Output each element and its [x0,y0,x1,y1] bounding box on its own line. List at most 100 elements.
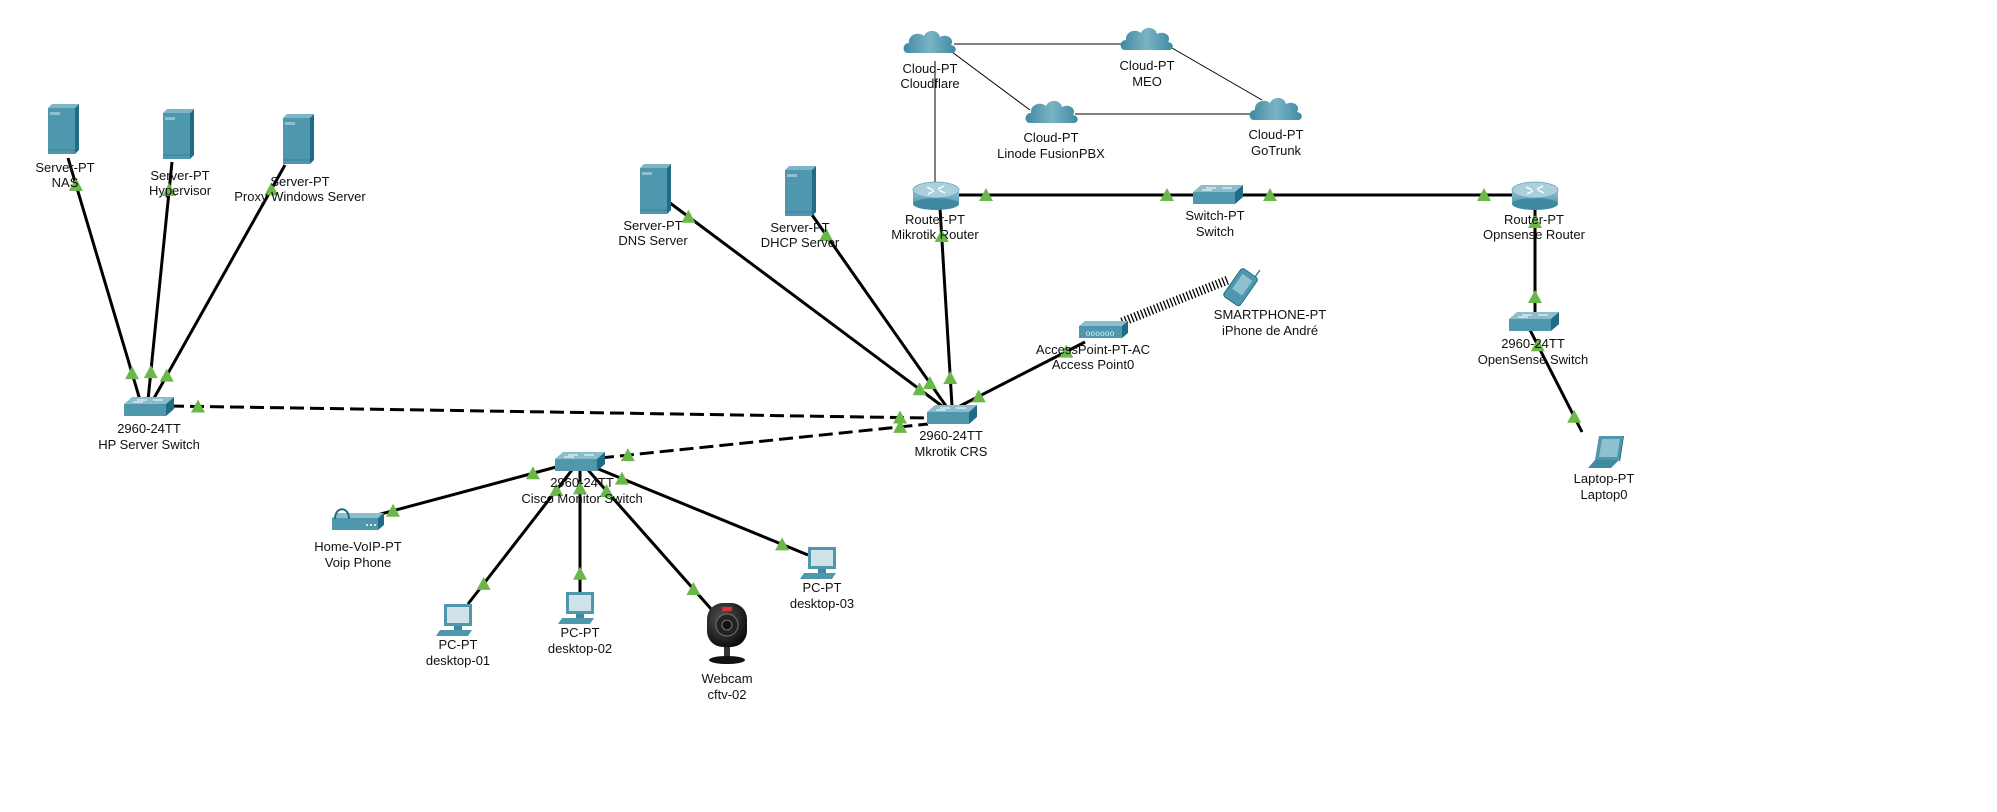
link-desktop03-cisco_monitor[interactable] [595,466,809,557]
device-access-point[interactable]: oooooo AccessPoint-PT-AC Access Point0 [1036,321,1150,372]
device-name-label: cftv-02 [707,687,746,702]
device-laptop-0[interactable]: Laptop-PT Laptop0 [1574,436,1635,502]
cloud-icon [903,30,956,54]
link-up-indicator-icon [190,399,205,413]
device-pc-desktop-01[interactable]: PC-PT desktop-01 [426,604,490,668]
device-name-label: DNS Server [618,233,688,248]
link-up-indicator-icon [573,566,587,580]
server-icon [640,164,671,214]
device-name-label: GoTrunk [1251,143,1302,158]
device-name-label: Linode FusionPBX [997,146,1105,161]
link-nas-hp_switch[interactable] [66,157,142,401]
device-name-label: desktop-02 [548,641,612,656]
device-name-label: iPhone de André [1222,323,1318,338]
link-cisco_monitor-mkrotik_crs[interactable] [599,422,929,460]
device-name-label: HP Server Switch [98,437,200,452]
device-model-label: 2960-24TT [1501,336,1565,351]
link-up-indicator-icon [979,188,993,201]
link-dhcp-mkrotik_crs[interactable] [808,211,948,407]
link-up-indicator-icon [1059,344,1074,358]
link-meo-gotrunk[interactable] [1171,47,1263,101]
device-cloud-linode[interactable]: Cloud-PT Linode FusionPBX [997,100,1105,161]
device-name-label: Mkrotik CRS [915,444,988,459]
link-up-indicator-icon [775,537,790,551]
device-router-mikrotik[interactable]: Router-PT Mikrotik Router [891,181,979,242]
laptop-icon [1588,436,1624,468]
device-name-label: Cloudflare [900,76,959,91]
webcam-icon [707,603,747,664]
link-up-indicator-icon [971,389,986,403]
pc-icon [558,592,594,624]
link-status-layer [68,177,1582,596]
server-icon [48,104,79,154]
link-up-indicator-icon [68,177,83,191]
device-voip-phone[interactable]: Home-VoIP-PT Voip Phone [314,508,402,570]
device-switch-opensense[interactable]: 2960-24TT OpenSense Switch [1478,312,1589,367]
device-router-opnsense[interactable]: Router-PT Opnsense Router [1483,181,1586,242]
link-up-indicator-icon [1567,409,1582,423]
device-server-dhcp[interactable]: Server-PT DHCP Server [761,166,840,250]
link-hp_switch-mkrotik_crs[interactable] [169,404,929,420]
device-cloud-gotrunk[interactable]: Cloud-PT GoTrunk [1249,97,1304,158]
pc-icon [800,547,836,579]
link-up-indicator-icon [525,466,540,480]
link-up-indicator-icon [162,182,177,196]
device-switch-pt[interactable]: Switch-PT Switch [1185,185,1245,239]
link-up-indicator-icon [681,209,696,223]
device-model-label: PC-PT [803,580,842,595]
device-pc-desktop-02[interactable]: PC-PT desktop-02 [548,592,612,656]
device-cloud-cloudflare[interactable]: Cloud-PT Cloudflare [900,30,960,91]
device-name-label: Mikrotik Router [891,227,979,242]
link-cloudflare-linode[interactable] [951,51,1031,111]
switch-icon [1193,185,1243,204]
device-name-label: desktop-01 [426,653,490,668]
device-name-label: Opnsense Router [1483,227,1586,242]
device-name-label: Voip Phone [325,555,392,570]
device-model-label: Server-PT [623,218,682,233]
link-up-indicator-icon [549,483,564,497]
device-name-label: Laptop0 [1581,487,1628,502]
link-proxy-hp_switch[interactable] [151,164,287,401]
device-switch-hp-server[interactable]: 2960-24TT HP Server Switch [98,397,200,452]
link-up-indicator-icon [893,410,908,424]
link-up-indicator-icon [686,582,701,596]
link-up-indicator-icon [1528,289,1542,303]
link-hypervisor-hp_switch[interactable] [146,161,174,401]
device-cloud-meo[interactable]: Cloud-PT MEO [1120,27,1175,89]
device-model-label: AccessPoint-PT-AC [1036,342,1150,357]
router-icon [1511,181,1559,210]
device-name-label: Hypervisor [149,183,212,198]
link-up-indicator-icon [159,368,174,382]
device-webcam-cftv-02[interactable]: Webcam cftv-02 [701,603,753,702]
device-switch-cisco-monitor[interactable]: 2960-24TT Cisco Monitor Switch [521,452,643,506]
link-up-indicator-icon [476,576,491,590]
device-server-dns[interactable]: Server-PT DNS Server [618,164,688,248]
link-up-indicator-icon [125,366,140,380]
device-model-label: Cloud-PT [903,61,958,76]
link-up-indicator-icon [1263,188,1277,201]
link-up-indicator-icon [912,382,927,396]
device-model-label: 2960-24TT [919,428,983,443]
device-smartphone-iphone[interactable]: SMARTPHONE-PT iPhone de André [1214,261,1326,338]
device-server-nas[interactable]: Server-PT NAS [35,104,95,190]
cloud-icon [1120,27,1173,51]
link-up-indicator-icon [1477,188,1491,201]
link-up-indicator-icon [573,481,587,495]
device-model-label: Router-PT [905,212,965,227]
device-switch-mkrotik-crs[interactable]: 2960-24TT Mkrotik CRS [915,405,988,459]
smartphone-icon [1223,268,1261,307]
link-voip-cisco_monitor[interactable] [365,464,561,520]
link-up-indicator-icon [620,448,635,462]
device-server-hypervisor[interactable]: Server-PT Hypervisor [149,109,212,198]
switch-icon [927,405,977,424]
device-server-proxy[interactable]: Server-PT Proxy Windows Server [234,114,366,204]
device-model-label: 2960-24TT [117,421,181,436]
device-name-label: OpenSense Switch [1478,352,1589,367]
device-pc-desktop-03[interactable]: PC-PT desktop-03 [790,547,854,611]
link-ap0-iphone[interactable] [1120,275,1230,327]
link-dns-mkrotik_crs[interactable] [665,198,943,408]
device-name-label: NAS [52,175,79,190]
device-model-label: PC-PT [561,625,600,640]
device-model-label: Server-PT [270,174,329,189]
